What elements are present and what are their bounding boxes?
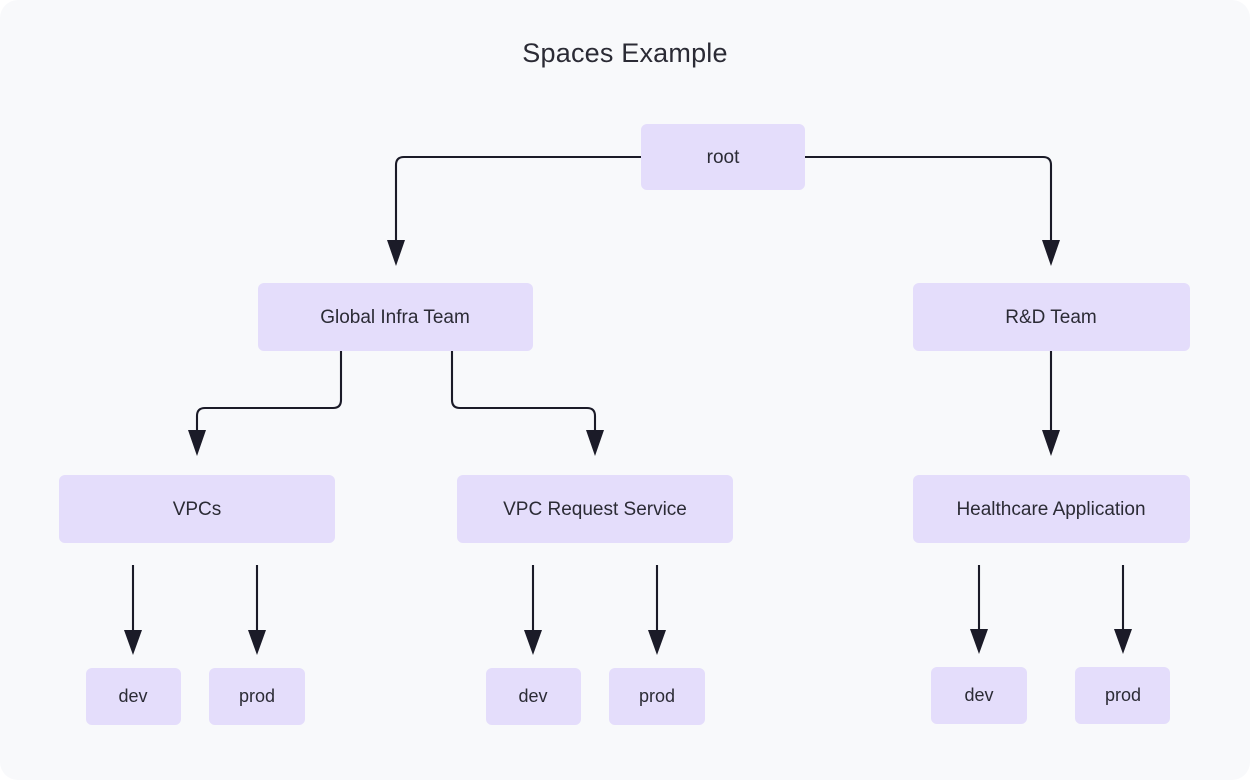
node-box[interactable] <box>609 668 705 725</box>
node-label: Healthcare Application <box>956 499 1145 520</box>
node-box[interactable] <box>931 667 1027 724</box>
node-vpc-request-service-dev[interactable]: dev <box>486 668 581 725</box>
edge-vpc-request-service-to-dev <box>524 565 542 655</box>
edge-rd-team-to-healthcare-application <box>1042 351 1060 456</box>
node-label: prod <box>639 686 675 706</box>
edge-healthcare-application-to-dev <box>970 565 988 654</box>
edge-global-infra-team-to-vpc-request-service <box>450 351 604 456</box>
node-box[interactable] <box>258 283 533 351</box>
node-label: Global Infra Team <box>320 307 470 328</box>
arrow-head-icon <box>1042 430 1060 456</box>
node-global-infra-team[interactable]: Global Infra Team <box>258 283 533 351</box>
node-vpcs[interactable]: VPCs <box>59 475 335 543</box>
node-vpcs-prod[interactable]: prod <box>209 668 305 725</box>
node-healthcare-application[interactable]: Healthcare Application <box>913 475 1190 543</box>
node-box[interactable] <box>457 475 733 543</box>
node-rd-team[interactable]: R&D Team <box>913 283 1190 351</box>
arrow-head-icon <box>188 430 206 456</box>
arrow-head-icon <box>248 630 266 655</box>
node-layer: root Global Infra Team R&D Team VPCs VPC… <box>59 124 1190 725</box>
node-vpc-request-service-prod[interactable]: prod <box>609 668 705 725</box>
edge-global-infra-team-to-vpcs <box>188 351 343 456</box>
arrow-head-icon <box>124 630 142 655</box>
node-root[interactable]: root <box>641 124 805 190</box>
edge-path <box>394 155 641 240</box>
node-label: VPCs <box>173 499 222 520</box>
edge-path <box>805 155 1053 240</box>
arrow-head-icon <box>1114 629 1132 654</box>
node-healthcare-application-prod[interactable]: prod <box>1075 667 1170 724</box>
edge-root-to-global-infra-team <box>387 155 641 266</box>
node-box[interactable] <box>641 124 805 190</box>
edge-layer <box>124 155 1132 655</box>
node-label: prod <box>1105 685 1141 705</box>
node-box[interactable] <box>59 475 335 543</box>
page-title: Spaces Example <box>522 38 728 68</box>
node-label: root <box>707 147 740 168</box>
edge-vpcs-to-dev <box>124 565 142 655</box>
node-label: VPC Request Service <box>503 499 687 520</box>
node-box[interactable] <box>86 668 181 725</box>
edge-path <box>195 351 343 430</box>
arrow-head-icon <box>524 630 542 655</box>
edge-root-to-rd-team <box>805 155 1060 266</box>
node-label: dev <box>964 685 993 705</box>
node-label: R&D Team <box>1005 307 1097 328</box>
arrow-head-icon <box>970 629 988 654</box>
node-healthcare-application-dev[interactable]: dev <box>931 667 1027 724</box>
edge-path <box>450 351 597 430</box>
edge-vpcs-to-prod <box>248 565 266 655</box>
arrow-head-icon <box>1042 240 1060 266</box>
node-box[interactable] <box>913 283 1190 351</box>
arrow-head-icon <box>648 630 666 655</box>
node-label: dev <box>518 686 547 706</box>
arrow-head-icon <box>387 240 405 266</box>
node-label: prod <box>239 686 275 706</box>
arrow-head-icon <box>586 430 604 456</box>
edge-vpc-request-service-to-prod <box>648 565 666 655</box>
node-box[interactable] <box>486 668 581 725</box>
node-box[interactable] <box>913 475 1190 543</box>
node-box[interactable] <box>209 668 305 725</box>
node-label: dev <box>118 686 147 706</box>
edge-healthcare-application-to-prod <box>1114 565 1132 654</box>
node-vpcs-dev[interactable]: dev <box>86 668 181 725</box>
node-box[interactable] <box>1075 667 1170 724</box>
node-vpc-request-service[interactable]: VPC Request Service <box>457 475 733 543</box>
